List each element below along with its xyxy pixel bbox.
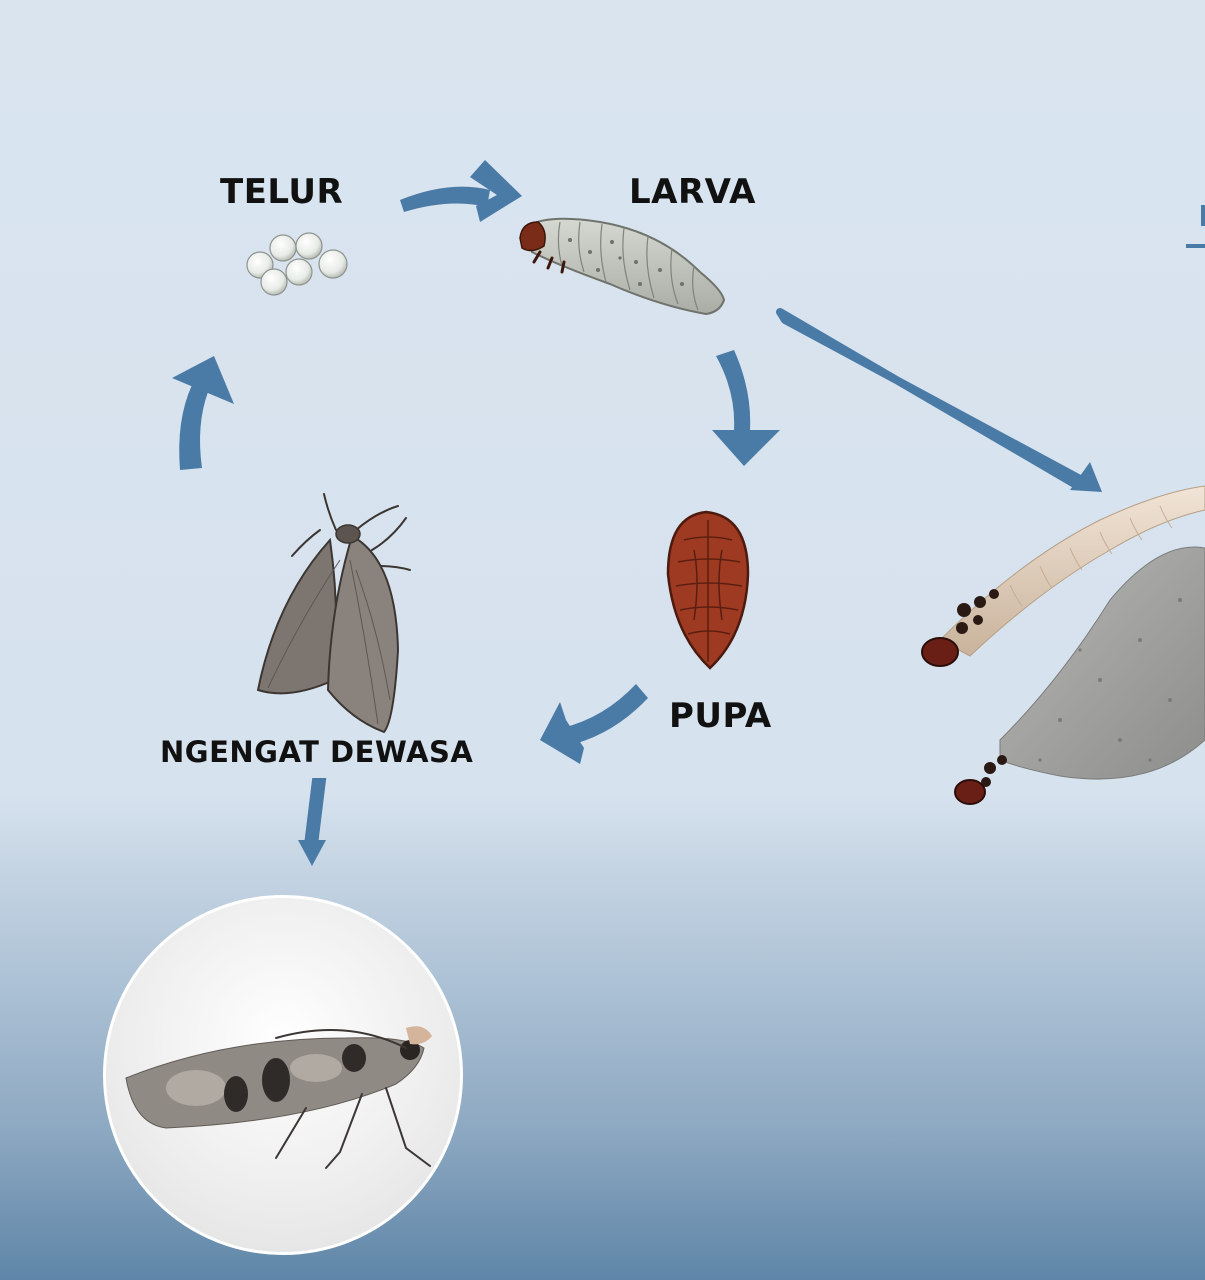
adult-moth-photo [103, 895, 463, 1255]
arrow-head-egg-to-larva [470, 160, 522, 222]
arrow-egg-to-larva [400, 186, 490, 212]
adult-moth-illustration [256, 493, 411, 734]
arrow-larva-to-photo [776, 308, 1086, 490]
eggs-illustration [246, 232, 348, 296]
pupa-illustration [666, 510, 750, 670]
larva-illustration [519, 217, 726, 316]
stage-label-pupa: PUPA [669, 696, 772, 736]
arrow-head-larva-to-photo [1070, 462, 1102, 492]
edge-bracket [1186, 205, 1205, 248]
cycle-arrows [172, 160, 1102, 866]
arrow-head-pupa-to-adult [540, 702, 584, 764]
arrow-adult-to-egg [179, 385, 208, 470]
stage-label-egg: TELUR [220, 172, 344, 212]
arrow-head-adult-to-photo [298, 840, 326, 866]
stage-label-larva: LARVA [629, 172, 756, 212]
arrow-head-larva-to-pupa [712, 430, 780, 466]
stage-label-adult: NGENGAT DEWASA [160, 735, 474, 769]
arrow-adult-to-photo [303, 778, 327, 847]
arrow-larva-to-pupa [716, 350, 751, 430]
larva-and-case-photo [921, 485, 1205, 805]
arrow-pupa-to-adult [562, 684, 648, 746]
moth-photo-drawing [125, 1026, 432, 1169]
arrow-head-adult-to-egg [172, 356, 234, 404]
